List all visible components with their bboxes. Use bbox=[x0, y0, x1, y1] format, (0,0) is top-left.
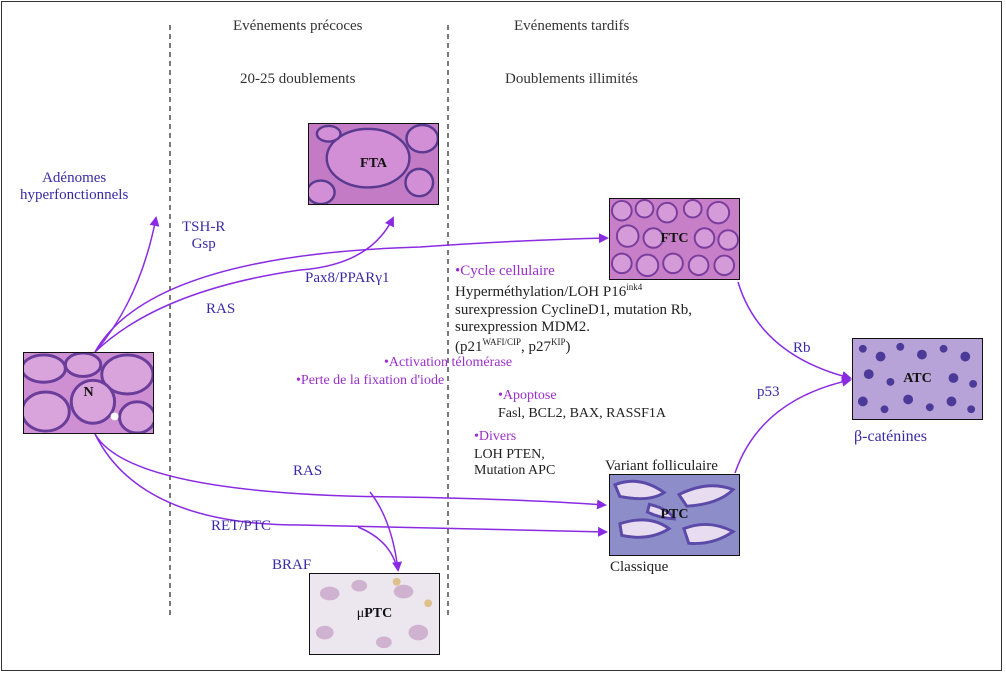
event-apoptose: Apoptose bbox=[498, 388, 557, 404]
early-events-doublings: 20-25 doublements bbox=[240, 71, 356, 87]
arrow-n-to-ptc-ret bbox=[94, 433, 608, 537]
follicle-pattern bbox=[24, 353, 153, 433]
label-pax8-ppar: Pax8/PPARγ1 bbox=[305, 270, 390, 286]
cycle-line-1: Hyperméthylation/LOH P16ink4 bbox=[455, 282, 643, 300]
tissue-ptc: PTC bbox=[609, 474, 740, 556]
tissue-micro-ptc: μPTC bbox=[309, 573, 440, 655]
arrow-ret-to-microptc bbox=[357, 526, 398, 569]
label-ret-ptc: RET/PTC bbox=[211, 518, 272, 534]
late-events-doublings: Doublements illimités bbox=[505, 71, 638, 87]
arrow-n-to-adenomes bbox=[94, 216, 160, 353]
event-perte-fixation-iode: Perte de la fixation d'iode bbox=[296, 373, 444, 389]
arrow-n-to-ftc bbox=[94, 233, 609, 353]
tissue-label-n: N bbox=[83, 385, 94, 400]
label-rb: Rb bbox=[793, 340, 811, 356]
label-ras-mid: RAS bbox=[293, 463, 323, 479]
label-beta-catenines: β-caténines bbox=[854, 428, 927, 445]
event-divers: Divers bbox=[474, 429, 516, 445]
cycle-line-3: surexpression MDM2. bbox=[455, 319, 590, 336]
tissue-label-atc: ATC bbox=[903, 371, 932, 386]
arrow-n-to-fta bbox=[94, 216, 394, 353]
cell-pattern bbox=[857, 342, 978, 414]
early-events-title: Evénements précoces bbox=[233, 18, 363, 34]
event-activation-telomerase: Activation télomérase bbox=[384, 355, 512, 371]
arrow-ftc-to-atc bbox=[737, 281, 852, 381]
cycle-line-4: (p21WAFI/CIP, p27KIP) bbox=[455, 336, 571, 355]
label-braf: BRAF bbox=[272, 557, 312, 573]
label-classique: Classique bbox=[610, 559, 669, 575]
label-adenomes: Adénomes hyperfonctionnels bbox=[20, 170, 129, 204]
arrow-ptc-to-atc bbox=[734, 376, 852, 474]
follicle-pattern bbox=[309, 124, 438, 204]
tissue-label-micro-ptc: μPTC bbox=[356, 606, 393, 621]
tissue-normal: N bbox=[23, 352, 154, 434]
tissue-label-fta: FTA bbox=[360, 156, 387, 171]
event-cycle-details: Hyperméthylation/LOH P16ink4 surexpressi… bbox=[455, 282, 692, 356]
tissue-fta: FTA bbox=[308, 123, 439, 205]
label-p53: p53 bbox=[757, 384, 780, 400]
late-events-title: Evénements tardifs bbox=[514, 18, 630, 34]
tissue-atc: ATC bbox=[852, 338, 983, 420]
tissue-label-ftc: FTC bbox=[660, 231, 689, 246]
tissue-ftc: FTC bbox=[609, 198, 740, 280]
event-apoptose-genes: Fasl, BCL2, BAX, RASSF1A bbox=[498, 406, 667, 421]
arrow-n-to-ptc-ras bbox=[94, 433, 607, 510]
follicle-pattern bbox=[610, 199, 739, 278]
tissue-label-ptc: PTC bbox=[660, 507, 689, 522]
label-ras-top: RAS bbox=[206, 301, 236, 317]
papillary-pattern bbox=[612, 479, 736, 545]
event-cycle-cellulaire: Cycle cellulaire bbox=[455, 263, 555, 280]
label-variant-folliculaire: Variant folliculaire bbox=[605, 458, 718, 474]
cycle-line-2: surexpression CyclineD1, mutation Rb, bbox=[455, 301, 693, 318]
arrow-ras-to-microptc bbox=[369, 491, 403, 572]
event-divers-details: LOH PTEN, Mutation APC bbox=[474, 447, 556, 479]
cell-pattern bbox=[315, 577, 433, 649]
label-tsh-r-gsp: TSH-R Gsp bbox=[182, 219, 226, 253]
